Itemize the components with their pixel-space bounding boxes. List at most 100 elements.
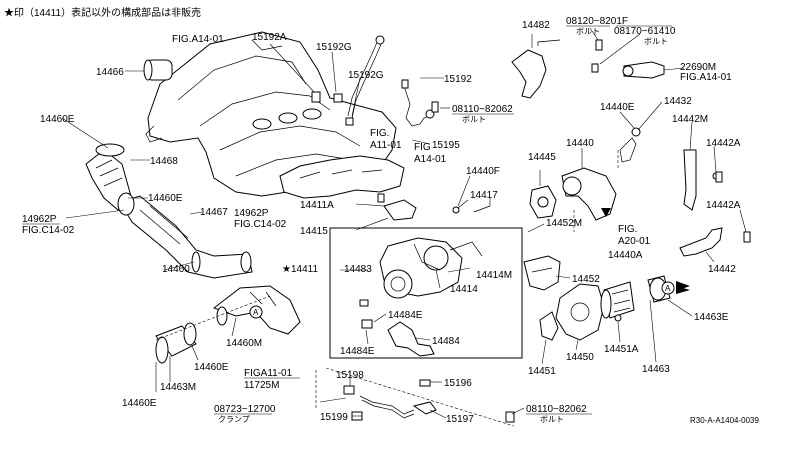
label-14451A: 14451A (604, 344, 639, 355)
label-14442: 14442 (708, 264, 736, 275)
label-14442A-2: 14442A (706, 200, 741, 211)
svg-text:A: A (665, 284, 671, 293)
label-14463: 14463 (642, 364, 670, 375)
label-15198: 15198 (336, 370, 364, 381)
label-14440F: 14440F (466, 166, 500, 177)
label-14440E: 14440E (600, 102, 635, 113)
label-14414M: 14414M (476, 270, 512, 281)
turbo-assembly-box (329, 227, 523, 359)
label-15192G-1: 15192G (316, 42, 352, 53)
label-14450: 14450 (566, 352, 594, 363)
label-14460E-4: 14460E (122, 398, 157, 409)
arrow-marker-a: A A (249, 281, 675, 319)
label-fig-a14-01-mid-a: FIG (414, 142, 431, 153)
label-fig-a14-01-top: FIG.A14-01 (172, 34, 224, 45)
label-14445: 14445 (528, 152, 556, 163)
label-14460E-2: 14460E (148, 193, 183, 204)
label-14482: 14482 (522, 20, 550, 31)
heat-shield-14452 (523, 255, 561, 291)
label-fig-c14-02-2: FIG.C14-02 (234, 219, 287, 230)
hose-14468 (85, 143, 133, 211)
label-14414: 14414 (450, 284, 478, 295)
bracket-14482 (511, 39, 603, 99)
water-pipe-15198 (343, 379, 515, 423)
gasket-14445 (529, 185, 557, 219)
label-bolt-3: ボルト (462, 115, 486, 124)
direction-arrows (601, 208, 690, 291)
label-15199: 15199 (320, 412, 348, 423)
label-14460M: 14460M (226, 338, 262, 349)
label-fig-a11-01-b: A11-01 (370, 140, 402, 151)
engine-intake-assembly (145, 31, 405, 199)
label-08120: 08120−8201F (566, 16, 628, 27)
studs-14417 (452, 199, 491, 214)
svg-text:A: A (253, 308, 259, 317)
label-14452M: 14452M (546, 218, 582, 229)
label-bolt-4: ボルト (540, 415, 564, 424)
label-14460E-1: 14460E (40, 114, 75, 125)
label-14463M: 14463M (160, 382, 196, 393)
label-14451: 14451 (528, 366, 556, 377)
label-14467: 14467 (200, 207, 228, 218)
label-14962P-2: 14962P (234, 208, 269, 219)
label-fig-a11-01-bottom: FIGA11-01 (244, 368, 293, 379)
label-15195: 15195 (432, 140, 460, 151)
hose-14463M (155, 322, 197, 364)
label-fig-a11-01-a: FIG. (370, 128, 389, 139)
sensor-22690M (622, 61, 685, 79)
label-fig-a14-01-mid-b: A14-01 (414, 154, 447, 165)
label-underlines (22, 25, 672, 415)
label-clamp: クランプ (218, 415, 250, 424)
label-08110-1: 08110−82062 (452, 104, 513, 115)
label-14468: 14468 (150, 156, 178, 167)
label-14452: 14452 (572, 274, 600, 285)
label-08110-2: 08110−82062 (526, 404, 587, 415)
label-14417: 14417 (470, 190, 498, 201)
label-08170: 08170−61410 (614, 26, 676, 37)
label-14484E-1: 14484E (388, 310, 423, 321)
reference-code: R30-A-A1404-0039 (690, 416, 759, 425)
label-08723: 08723−12700 (214, 404, 276, 415)
oil-pipe-15192 (311, 35, 439, 127)
label-14415: 14415 (300, 226, 328, 237)
label-15196: 15196 (444, 378, 472, 389)
label-14466: 14466 (96, 67, 124, 78)
label-14483: 14483 (344, 264, 372, 275)
label-14962P-1: 14962P (22, 214, 57, 225)
label-22690M: 22690M (680, 62, 716, 73)
label-14463E: 14463E (694, 312, 729, 323)
bracket-14442 (679, 171, 751, 257)
label-14460: 14460 (162, 264, 190, 275)
label-11725M: 11725M (244, 380, 279, 391)
label-15192: 15192 (444, 74, 472, 85)
label-14432: 14432 (664, 96, 692, 107)
label-bolt-1: ボルト (576, 27, 600, 36)
label-15192A: 15192A (252, 32, 287, 43)
header-note: ★印（14411）表記以外の構成部品は非販売 (4, 6, 201, 19)
leader-lines (61, 27, 747, 419)
heat-shield-14450 (539, 283, 605, 341)
dashed-guide-lines (155, 150, 619, 427)
pipe-14463 (600, 275, 690, 322)
label-14484: 14484 (432, 336, 460, 347)
label-14442M: 14442M (672, 114, 708, 125)
part-labels: FIG.A14-01 14466 15192A 15192G 15192G 15… (22, 16, 741, 425)
label-fig-a20-b: A20-01 (618, 236, 651, 247)
label-14411: ★14411 (282, 264, 318, 275)
label-14440: 14440 (566, 138, 594, 149)
label-14411A: 14411A (300, 200, 334, 211)
label-fig-c14-02-1: FIG.C14-02 (22, 225, 75, 236)
label-fig-a20-a: FIG. (618, 224, 637, 235)
label-14440A: 14440A (608, 250, 643, 261)
label-15192G-2: 15192G (348, 70, 384, 81)
gasket-14411A (377, 193, 417, 221)
label-14484E-2: 14484E (340, 346, 375, 357)
part-14466 (125, 59, 173, 81)
label-bolt-2: ボルト (644, 37, 668, 46)
pipe-14460 (117, 192, 253, 279)
label-14460E-3: 14460E (194, 362, 229, 373)
label-14442A-1: 14442A (706, 138, 741, 149)
label-fig-a14-01-right: FIG.A14-01 (680, 72, 732, 83)
label-15197: 15197 (446, 414, 474, 425)
